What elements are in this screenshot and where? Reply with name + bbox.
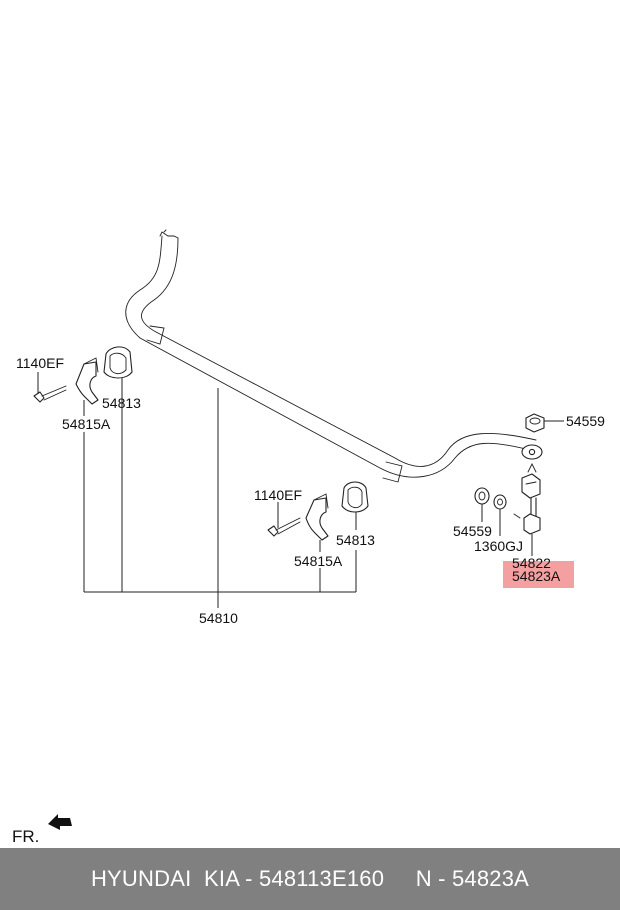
label-1360gj: 1360GJ bbox=[474, 538, 523, 554]
label-54813-left: 54813 bbox=[102, 395, 141, 411]
label-1140ef-left: 1140EF bbox=[16, 355, 64, 371]
label-54815a-right: 54815A bbox=[294, 553, 343, 569]
parts-diagram: 1140EF 54813 54815A 1140EF 54813 54815A … bbox=[12, 229, 605, 846]
washer bbox=[493, 494, 507, 510]
bushing-right bbox=[341, 481, 369, 513]
label-54559-lower: 54559 bbox=[453, 523, 492, 539]
footer-bar: HYUNDAI KIA - 548113E160 N - 54823A bbox=[0, 848, 620, 910]
label-1140ef-right: 1140EF bbox=[254, 487, 302, 503]
arrow-icon bbox=[48, 814, 72, 830]
label-54810: 54810 bbox=[199, 610, 238, 626]
nut-lower bbox=[474, 487, 490, 505]
label-54559-top: 54559 bbox=[566, 413, 605, 429]
bushing-left bbox=[103, 346, 133, 379]
highlight-box bbox=[503, 561, 574, 588]
bolt-right bbox=[267, 517, 301, 537]
bolt-left bbox=[33, 385, 67, 403]
bracket-right bbox=[305, 493, 329, 541]
fr-label: FR. bbox=[12, 827, 39, 846]
leader-lines bbox=[37, 372, 564, 608]
bracket-left bbox=[75, 357, 99, 405]
footer-text: HYUNDAI KIA - 548113E160 N - 54823A bbox=[90, 866, 530, 891]
label-54813-right: 54813 bbox=[336, 532, 375, 548]
label-54815a-left: 54815A bbox=[62, 416, 111, 432]
label-54823a: 54823A bbox=[512, 568, 561, 584]
stabilizer-link bbox=[513, 462, 541, 535]
label-54822: 54822 bbox=[512, 555, 551, 571]
nut-top bbox=[525, 413, 545, 433]
stabilizer-bar bbox=[125, 229, 543, 483]
direction-indicator: FR. bbox=[12, 814, 72, 846]
